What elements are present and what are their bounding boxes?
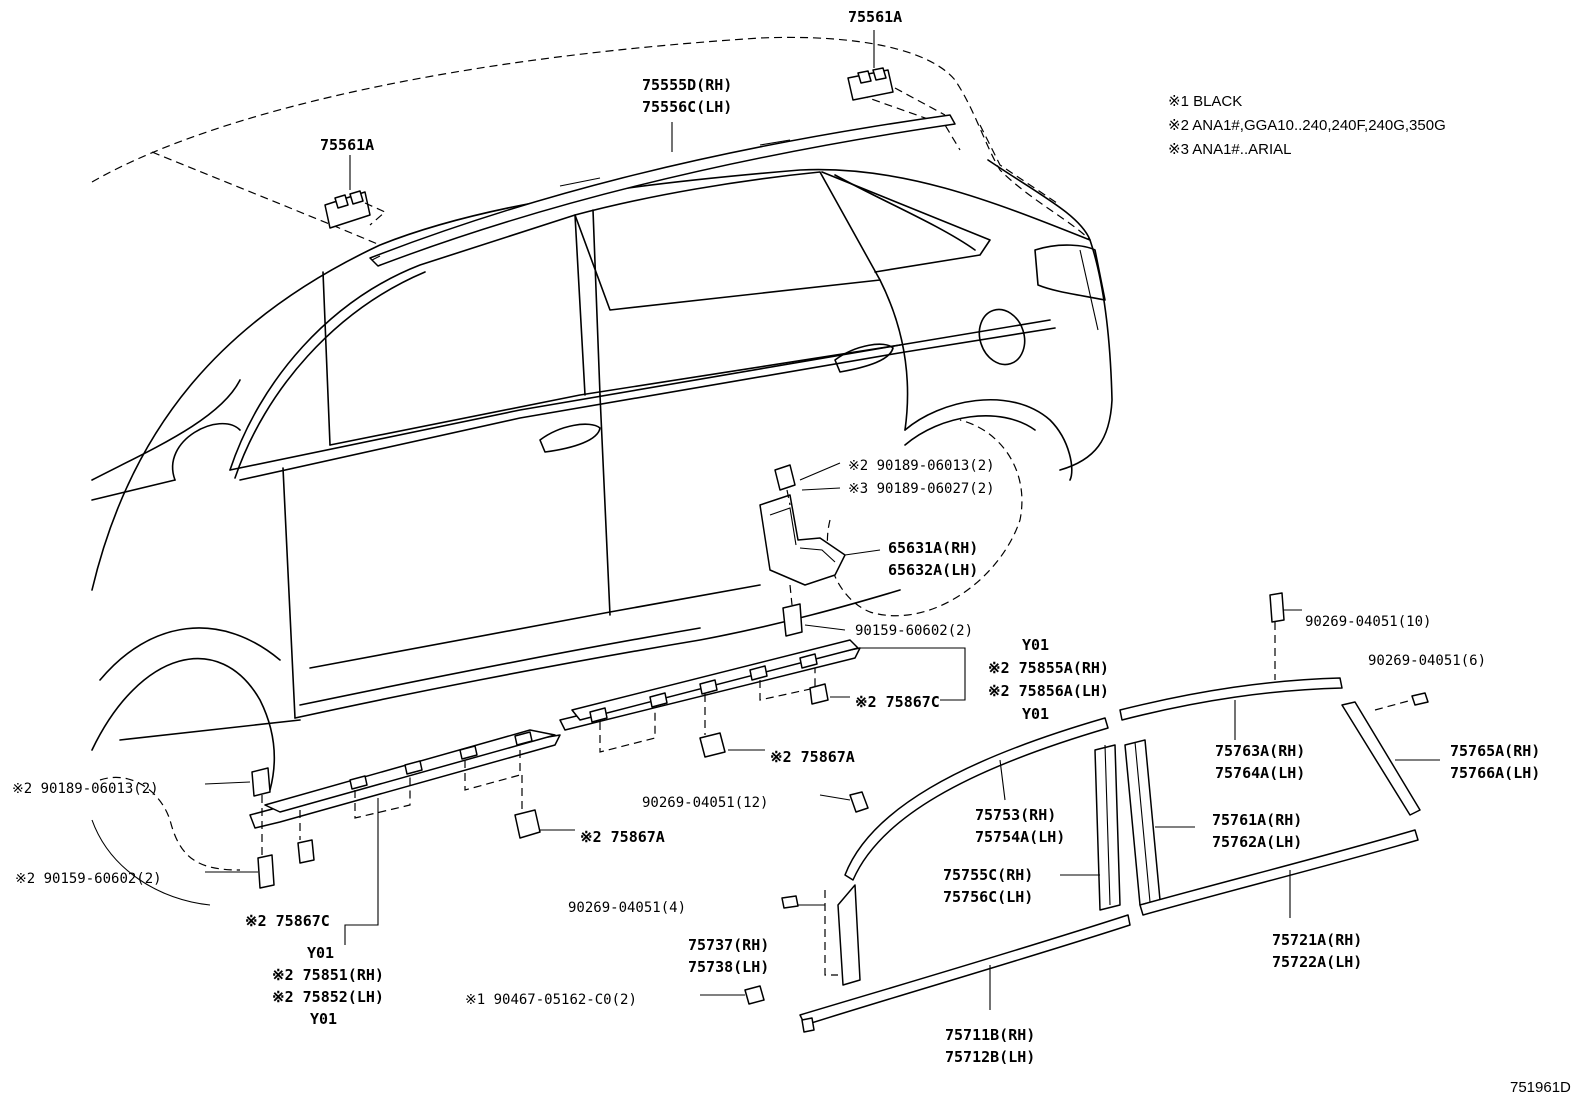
label-75556c: 75556C(LH) — [642, 98, 732, 116]
label-90159-60602-b: ※2 90159-60602(2) — [15, 871, 162, 887]
note-1: ※1 BLACK — [1168, 93, 1242, 110]
roof-rail — [369, 114, 956, 267]
diagram-code: 751961D — [1510, 1079, 1571, 1096]
label-65632a: 65632A(LH) — [888, 561, 978, 579]
center-pillar-garnishes — [1060, 739, 1195, 911]
label-75721a: 75721A(RH) — [1272, 931, 1362, 949]
label-75712b: 75712B(LH) — [945, 1048, 1035, 1066]
label-90269-04051-10: 90269-04051(10) — [1305, 614, 1431, 630]
label-65631a: 65631A(RH) — [888, 539, 978, 557]
rear-quarter-moulding — [1341, 692, 1440, 816]
roof-rail-clip-left — [324, 190, 387, 229]
label-90189-06013-b: ※2 90189-06013(2) — [12, 781, 159, 797]
rear-belt-moulding — [1139, 829, 1419, 918]
label-90269-04051-4: 90269-04051(4) — [568, 900, 686, 916]
part-labels: 75561A 75555D(RH) 75556C(LH) 75561A ※2 9… — [12, 8, 1571, 1096]
mudguard-bracket — [759, 462, 881, 637]
label-90159-60602-a: 90159-60602(2) — [855, 623, 973, 639]
label-y01-a: Y01 — [1022, 636, 1049, 654]
label-90467: ※1 90467-05162-C0(2) — [465, 992, 637, 1008]
label-75561a-top: 75561A — [848, 8, 902, 26]
label-75867c-b: ※2 75867C — [245, 912, 330, 930]
label-75555d: 75555D(RH) — [642, 76, 732, 94]
label-75756c: 75756C(LH) — [943, 888, 1033, 906]
label-75738: 75738(LH) — [688, 958, 769, 976]
label-75755c: 75755C(RH) — [943, 866, 1033, 884]
label-75764a: 75764A(LH) — [1215, 764, 1305, 782]
rocker-moulding-front — [204, 729, 575, 945]
label-75753: 75753(RH) — [975, 806, 1056, 824]
label-75761a: 75761A(RH) — [1212, 811, 1302, 829]
label-75851: ※2 75851(RH) — [272, 966, 384, 984]
label-75737: 75737(RH) — [688, 936, 769, 954]
label-75765a: 75765A(RH) — [1450, 742, 1540, 760]
label-75766a: 75766A(LH) — [1450, 764, 1540, 782]
rear-door-frame-moulding — [1119, 592, 1343, 740]
label-90269-04051-6: 90269-04051(6) — [1368, 653, 1486, 669]
label-75852: ※2 75852(LH) — [272, 988, 384, 1006]
variant-notes: ※1 BLACK ※2 ANA1#,GGA10..240,240F,240G,3… — [1168, 93, 1446, 158]
label-75722a: 75722A(LH) — [1272, 953, 1362, 971]
rocker-moulding-rear — [559, 639, 966, 758]
label-75856a: ※2 75856A(LH) — [988, 682, 1109, 700]
label-75561a-left: 75561A — [320, 136, 374, 154]
label-75763a: 75763A(RH) — [1215, 742, 1305, 760]
note-3: ※3 ANA1#..ARIAL — [1168, 141, 1291, 158]
label-90189-06013-a: ※2 90189-06013(2) — [848, 458, 995, 474]
label-75867a-a: ※2 75867A — [770, 748, 855, 766]
front-belt-moulding — [799, 914, 1131, 1033]
label-75867a-b: ※2 75867A — [580, 828, 665, 846]
label-75754a: 75754A(LH) — [975, 828, 1065, 846]
label-y01-d: Y01 — [310, 1010, 337, 1028]
label-y01-b: Y01 — [1022, 705, 1049, 723]
clip-90467 — [700, 985, 765, 1005]
label-90189-06027: ※3 90189-06027(2) — [848, 481, 995, 497]
note-2: ※2 ANA1#,GGA10..240,240F,240G,350G — [1168, 117, 1446, 134]
label-75711b: 75711B(RH) — [945, 1026, 1035, 1044]
label-75867c-a: ※2 75867C — [855, 693, 940, 711]
vehicle-body — [91, 36, 1113, 906]
label-75762a: 75762A(LH) — [1212, 833, 1302, 851]
front-door-frame-moulding — [819, 717, 1109, 881]
roof-rail-clip-right — [847, 30, 946, 116]
label-75855a: ※2 75855A(RH) — [988, 659, 1109, 677]
label-90269-04051-12: 90269-04051(12) — [642, 795, 768, 811]
label-y01-c: Y01 — [307, 944, 334, 962]
front-pillar-garnish — [781, 884, 861, 986]
